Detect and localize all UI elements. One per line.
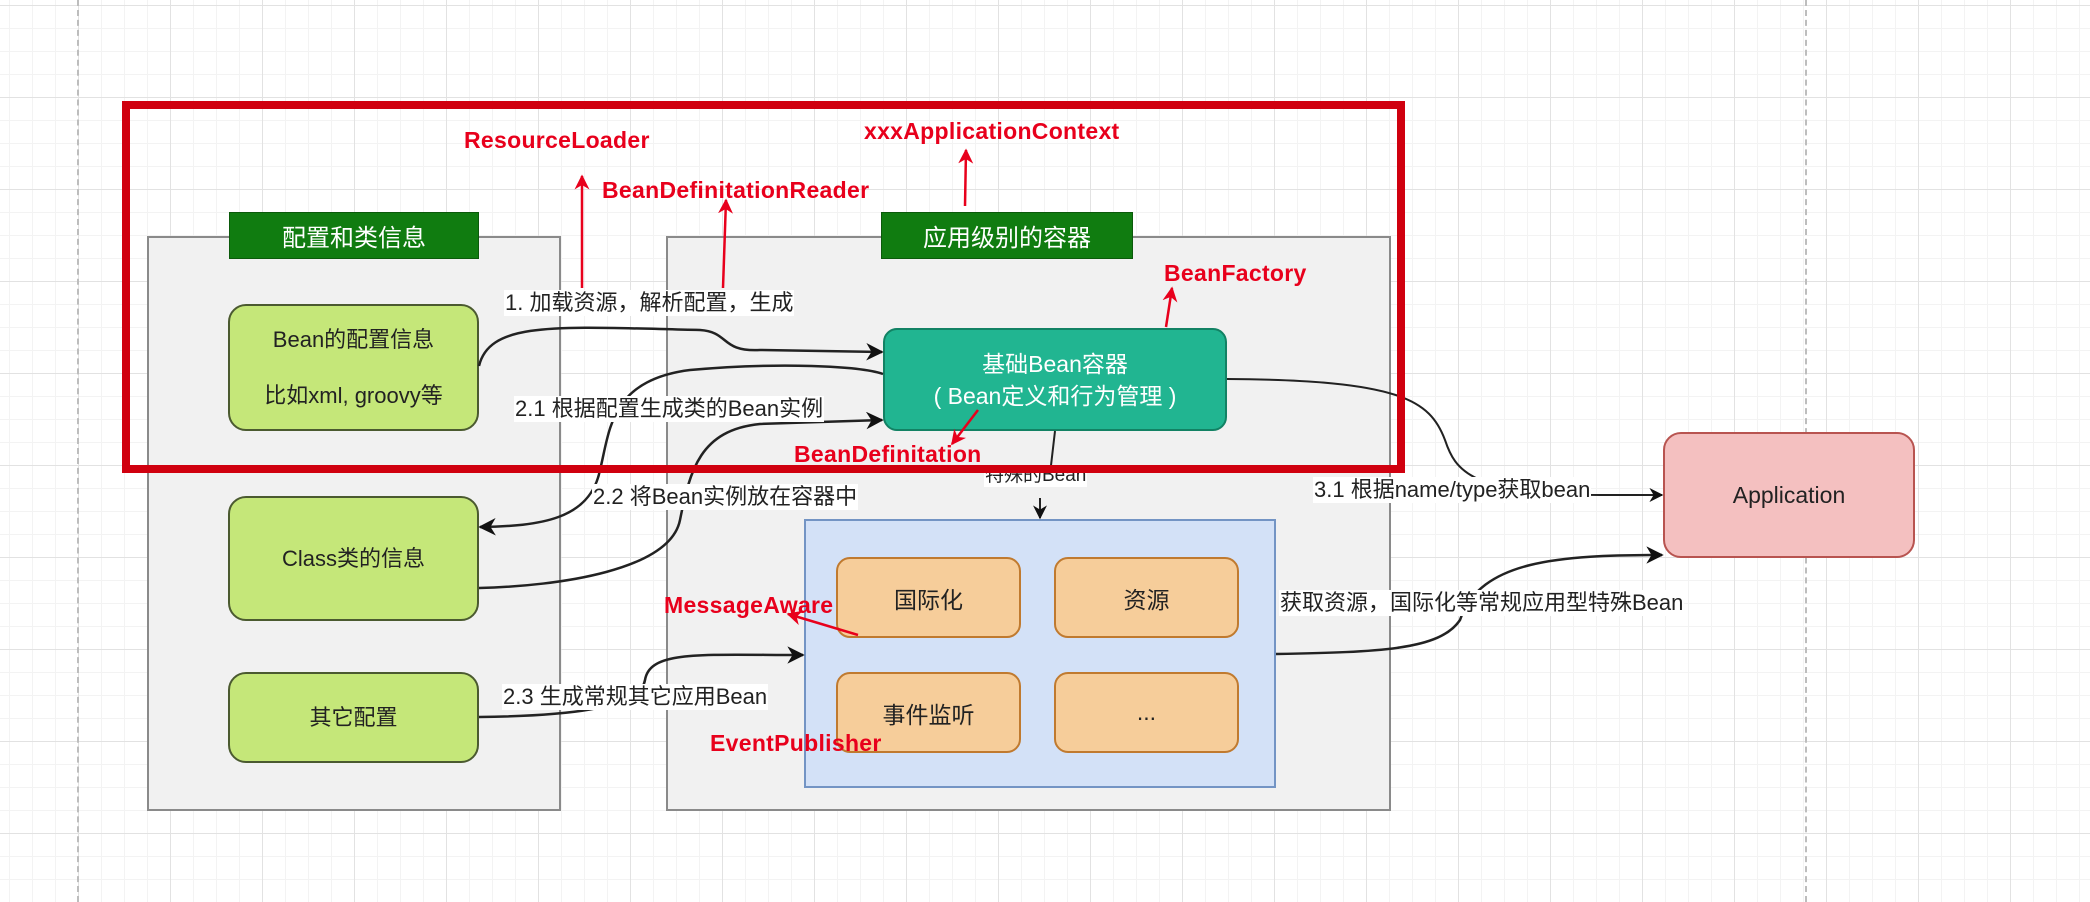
- base-container-subtitle: ( Bean定义和行为管理 ): [933, 382, 1177, 409]
- annotation-app-context: xxxApplicationContext: [864, 118, 1120, 144]
- label-step-1: 1. 加载资源，解析配置，生成: [504, 290, 795, 316]
- application-node[interactable]: Application: [1663, 432, 1915, 558]
- annotation-bean-def-reader: BeanDefinitationReader: [602, 177, 870, 203]
- other-config-node[interactable]: 其它配置: [228, 672, 479, 763]
- label-step-3-1: 3.1 根据name/type获取bean: [1313, 477, 1592, 503]
- base-container-title: 基础Bean容器: [982, 350, 1128, 377]
- label-step-2-1: 2.1 根据配置生成类的Bean实例: [514, 396, 825, 422]
- edge-put-in-container: [478, 411, 884, 590]
- annotation-resource-loader: ResourceLoader: [464, 127, 650, 153]
- annotation-bean-definition: BeanDefinitation: [794, 441, 982, 467]
- annotation-message-aware: MessageAware: [664, 592, 834, 618]
- class-info-node[interactable]: Class类的信息: [228, 496, 479, 621]
- edge-load-config: [477, 326, 884, 367]
- edge-get-resources: [1275, 546, 1664, 656]
- label-step-2-2: 2.2 将Bean实例放在容器中: [592, 484, 859, 510]
- arrow-bean-def-reader: [718, 198, 734, 289]
- config-group-header[interactable]: 配置和类信息: [229, 212, 479, 259]
- base-bean-container-node[interactable]: 基础Bean容器 ( Bean定义和行为管理 ): [883, 328, 1227, 431]
- arrow-bean-definition: [951, 409, 979, 446]
- arrow-bean-factory: [1162, 286, 1178, 328]
- bean-config-node[interactable]: Bean的配置信息 比如xml, groovy等: [228, 304, 479, 431]
- bean-config-line-2: 比如xml, groovy等: [264, 382, 443, 408]
- event-listener-node[interactable]: 事件监听: [836, 672, 1021, 753]
- edge-generate-app-beans: [478, 646, 805, 719]
- arrow-message-aware: [786, 610, 859, 637]
- more-node[interactable]: ...: [1054, 672, 1239, 753]
- annotation-bean-factory: BeanFactory: [1164, 260, 1307, 286]
- bean-config-line-1: Bean的配置信息: [272, 326, 435, 352]
- app-container-header[interactable]: 应用级别的容器: [881, 212, 1133, 259]
- i18n-node[interactable]: 国际化: [836, 557, 1021, 638]
- label-get-resources: 获取资源，国际化等常规应用型特殊Bean: [1279, 590, 1685, 616]
- arrow-app-context: [958, 148, 974, 207]
- page-boundary-left: [77, 0, 79, 902]
- annotation-event-publisher: EventPublisher: [710, 730, 882, 756]
- context-highlight-frame: [122, 101, 1405, 473]
- resource-node[interactable]: 资源: [1054, 557, 1239, 638]
- label-step-2-3: 2.3 生成常规其它应用Bean: [502, 684, 769, 710]
